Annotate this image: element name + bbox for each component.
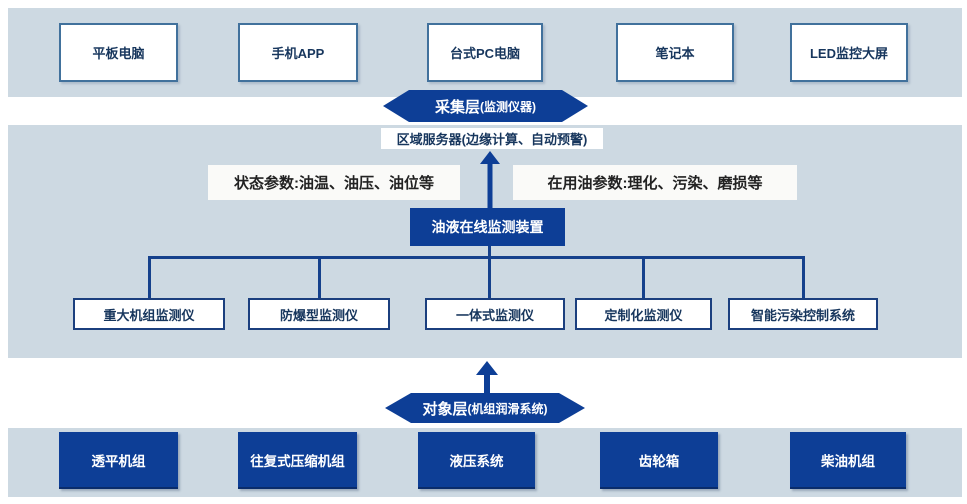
object-layer-banner: 对象层 (机组润滑系统) <box>385 393 585 423</box>
monitor-box-label: 重大机组监测仪 <box>103 307 195 323</box>
device-box-label: 手机APP <box>271 46 325 61</box>
monitor-box-all-in-one: 一体式监测仪 <box>425 298 565 330</box>
equipment-box-reciprocating-compressor: 往复式压缩机组 <box>238 432 357 489</box>
monitor-box-label: 智能污染控制系统 <box>750 307 855 323</box>
device-box-label: 台式PC电脑 <box>449 46 521 61</box>
device-box-label: LED监控大屏 <box>809 46 888 61</box>
up-arrow-to-server <box>480 151 500 208</box>
device-box-label: 笔记本 <box>655 46 695 61</box>
equipment-box-label: 柴油机组 <box>821 453 875 469</box>
monitor-box-pollution-control: 智能污染控制系统 <box>728 298 878 330</box>
equipment-box-label: 透平机组 <box>91 453 146 469</box>
connector-line-drop-3 <box>642 256 645 298</box>
monitor-box-label: 一体式监测仪 <box>455 307 534 323</box>
oil-params-label: 在用油参数:理化、污染、磨损等 <box>513 165 797 200</box>
device-box-mobile-app: 手机APP <box>238 23 358 82</box>
device-box-laptop: 笔记本 <box>616 23 734 82</box>
equipment-box-label: 往复式压缩机组 <box>250 453 345 469</box>
oil-params-text: 在用油参数:理化、污染、磨损等 <box>547 175 763 192</box>
monitor-box-explosion-proof: 防爆型监测仪 <box>248 298 390 330</box>
device-box-led-screen: LED监控大屏 <box>790 23 908 82</box>
monitor-box-label: 定制化监测仪 <box>604 307 683 323</box>
connector-line-drop-1 <box>148 256 151 298</box>
connector-line-drop-4 <box>802 256 805 298</box>
connector-line-horizontal <box>148 256 805 259</box>
equipment-box-diesel: 柴油机组 <box>790 432 906 489</box>
arrow-shaft <box>484 374 490 393</box>
online-monitoring-device-box: 油液在线监测装置 <box>410 208 565 246</box>
equipment-box-label: 液压系统 <box>449 453 504 469</box>
regional-server-box: 区域服务器(边缘计算、自动预警) <box>381 128 603 149</box>
banner-title: 对象层 <box>422 400 468 418</box>
connector-line-center <box>488 246 491 298</box>
up-arrow-to-monitoring <box>476 361 498 393</box>
status-params-label: 状态参数:油温、油压、油位等 <box>208 165 460 200</box>
banner-title: 采集层 <box>434 98 480 116</box>
equipment-box-label: 齿轮箱 <box>638 453 680 469</box>
monitor-box-major-unit: 重大机组监测仪 <box>73 298 225 330</box>
monitor-box-customized: 定制化监测仪 <box>575 298 712 330</box>
equipment-box-gearbox: 齿轮箱 <box>600 432 718 489</box>
equipment-box-turbine: 透平机组 <box>59 432 178 489</box>
device-box-tablet: 平板电脑 <box>59 23 178 82</box>
arrow-shaft <box>487 163 493 208</box>
arrow-head-icon <box>480 151 500 164</box>
online-monitoring-device-label: 油液在线监测装置 <box>431 219 544 235</box>
banner-subtitle: (机组润滑系统) <box>467 401 548 416</box>
banner-subtitle: (监测仪器) <box>480 99 536 114</box>
monitor-box-label: 防爆型监测仪 <box>279 307 358 323</box>
status-params-text: 状态参数:油温、油压、油位等 <box>234 175 434 192</box>
regional-server-label: 区域服务器(边缘计算、自动预警) <box>396 132 588 147</box>
device-box-label: 平板电脑 <box>92 46 145 61</box>
arrow-head-icon <box>476 361 498 375</box>
collection-layer-banner: 采集层(监测仪器) <box>383 90 588 122</box>
equipment-box-hydraulic: 液压系统 <box>418 432 535 489</box>
connector-line-drop-2 <box>318 256 321 298</box>
device-box-desktop-pc: 台式PC电脑 <box>427 23 543 82</box>
